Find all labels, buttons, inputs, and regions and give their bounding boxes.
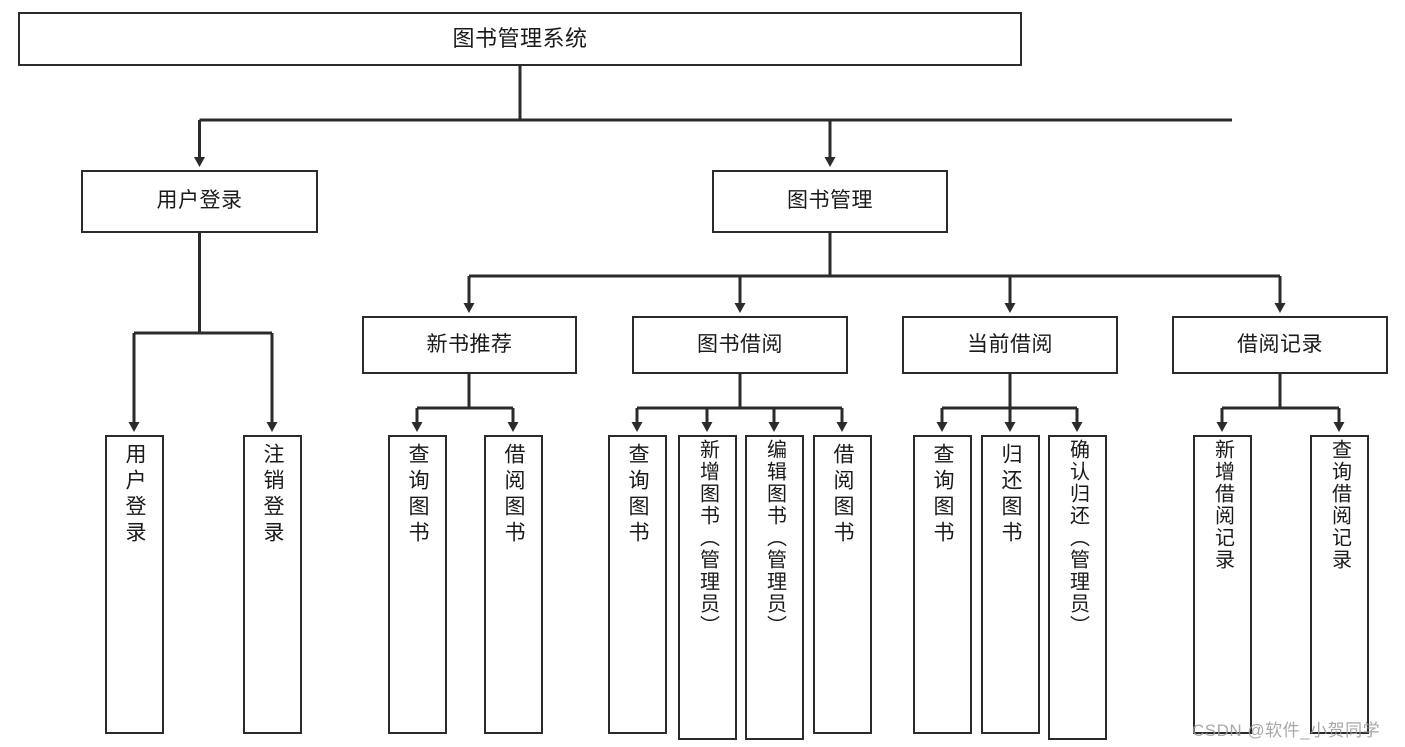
node-current-borrow[interactable]: 当前借阅: [902, 316, 1118, 374]
csdn-watermark: CSDN @软件_小贺同学: [1192, 721, 1381, 740]
node-current-borrow-label: 当前借阅: [967, 332, 1053, 356]
leaf-query-book-2-label: 查询图书: [626, 443, 649, 547]
leaf-query-book-1[interactable]: 查询图书: [388, 435, 447, 734]
node-book-manage[interactable]: 图书管理: [712, 170, 948, 233]
node-root-label: 图书管理系统: [452, 26, 588, 52]
leaf-logout-label: 注销登录: [261, 443, 284, 547]
leaf-confirm-return[interactable]: 确认归还（管理员）: [1048, 435, 1107, 740]
leaf-query-book-2[interactable]: 查询图书: [608, 435, 667, 734]
node-borrow-record[interactable]: 借阅记录: [1172, 316, 1388, 374]
leaf-add-book[interactable]: 新增图书（管理员）: [678, 435, 737, 740]
leaf-query-book-1-label: 查询图书: [406, 443, 429, 547]
leaf-return-book[interactable]: 归还图书: [981, 435, 1040, 734]
leaf-query-record-label: 查询借阅记录: [1328, 439, 1351, 571]
node-user-login-label: 用户登录: [156, 189, 243, 213]
node-new-book-recommend-label: 新书推荐: [426, 332, 513, 356]
leaf-logout[interactable]: 注销登录: [243, 435, 302, 734]
node-book-borrow-label: 图书借阅: [697, 332, 783, 356]
leaf-edit-book[interactable]: 编辑图书（管理员）: [745, 435, 804, 740]
leaf-edit-book-label: 编辑图书（管理员）: [763, 439, 786, 637]
leaf-query-record[interactable]: 查询借阅记录: [1310, 435, 1369, 734]
leaf-borrow-book-2[interactable]: 借阅图书: [813, 435, 872, 734]
node-new-book-recommend[interactable]: 新书推荐: [362, 316, 577, 374]
node-book-manage-label: 图书管理: [787, 189, 873, 213]
node-book-borrow[interactable]: 图书借阅: [632, 316, 848, 374]
leaf-add-record-label: 新增借阅记录: [1211, 439, 1234, 571]
leaf-user-login-label: 用户登录: [123, 443, 146, 547]
leaf-add-book-label: 新增图书（管理员）: [696, 439, 719, 637]
node-borrow-record-label: 借阅记录: [1237, 332, 1323, 356]
leaf-query-book-3-label: 查询图书: [931, 443, 954, 547]
node-user-login[interactable]: 用户登录: [81, 170, 318, 233]
leaf-return-book-label: 归还图书: [999, 443, 1022, 547]
leaf-add-record[interactable]: 新增借阅记录: [1193, 435, 1252, 734]
leaf-borrow-book-1-label: 借阅图书: [502, 443, 525, 547]
leaf-query-book-3[interactable]: 查询图书: [913, 435, 972, 734]
leaf-borrow-book-2-label: 借阅图书: [831, 443, 854, 547]
leaf-confirm-return-label: 确认归还（管理员）: [1066, 439, 1089, 637]
node-root[interactable]: 图书管理系统: [18, 12, 1022, 66]
leaf-borrow-book-1[interactable]: 借阅图书: [484, 435, 543, 734]
leaf-user-login[interactable]: 用户登录: [105, 435, 164, 734]
